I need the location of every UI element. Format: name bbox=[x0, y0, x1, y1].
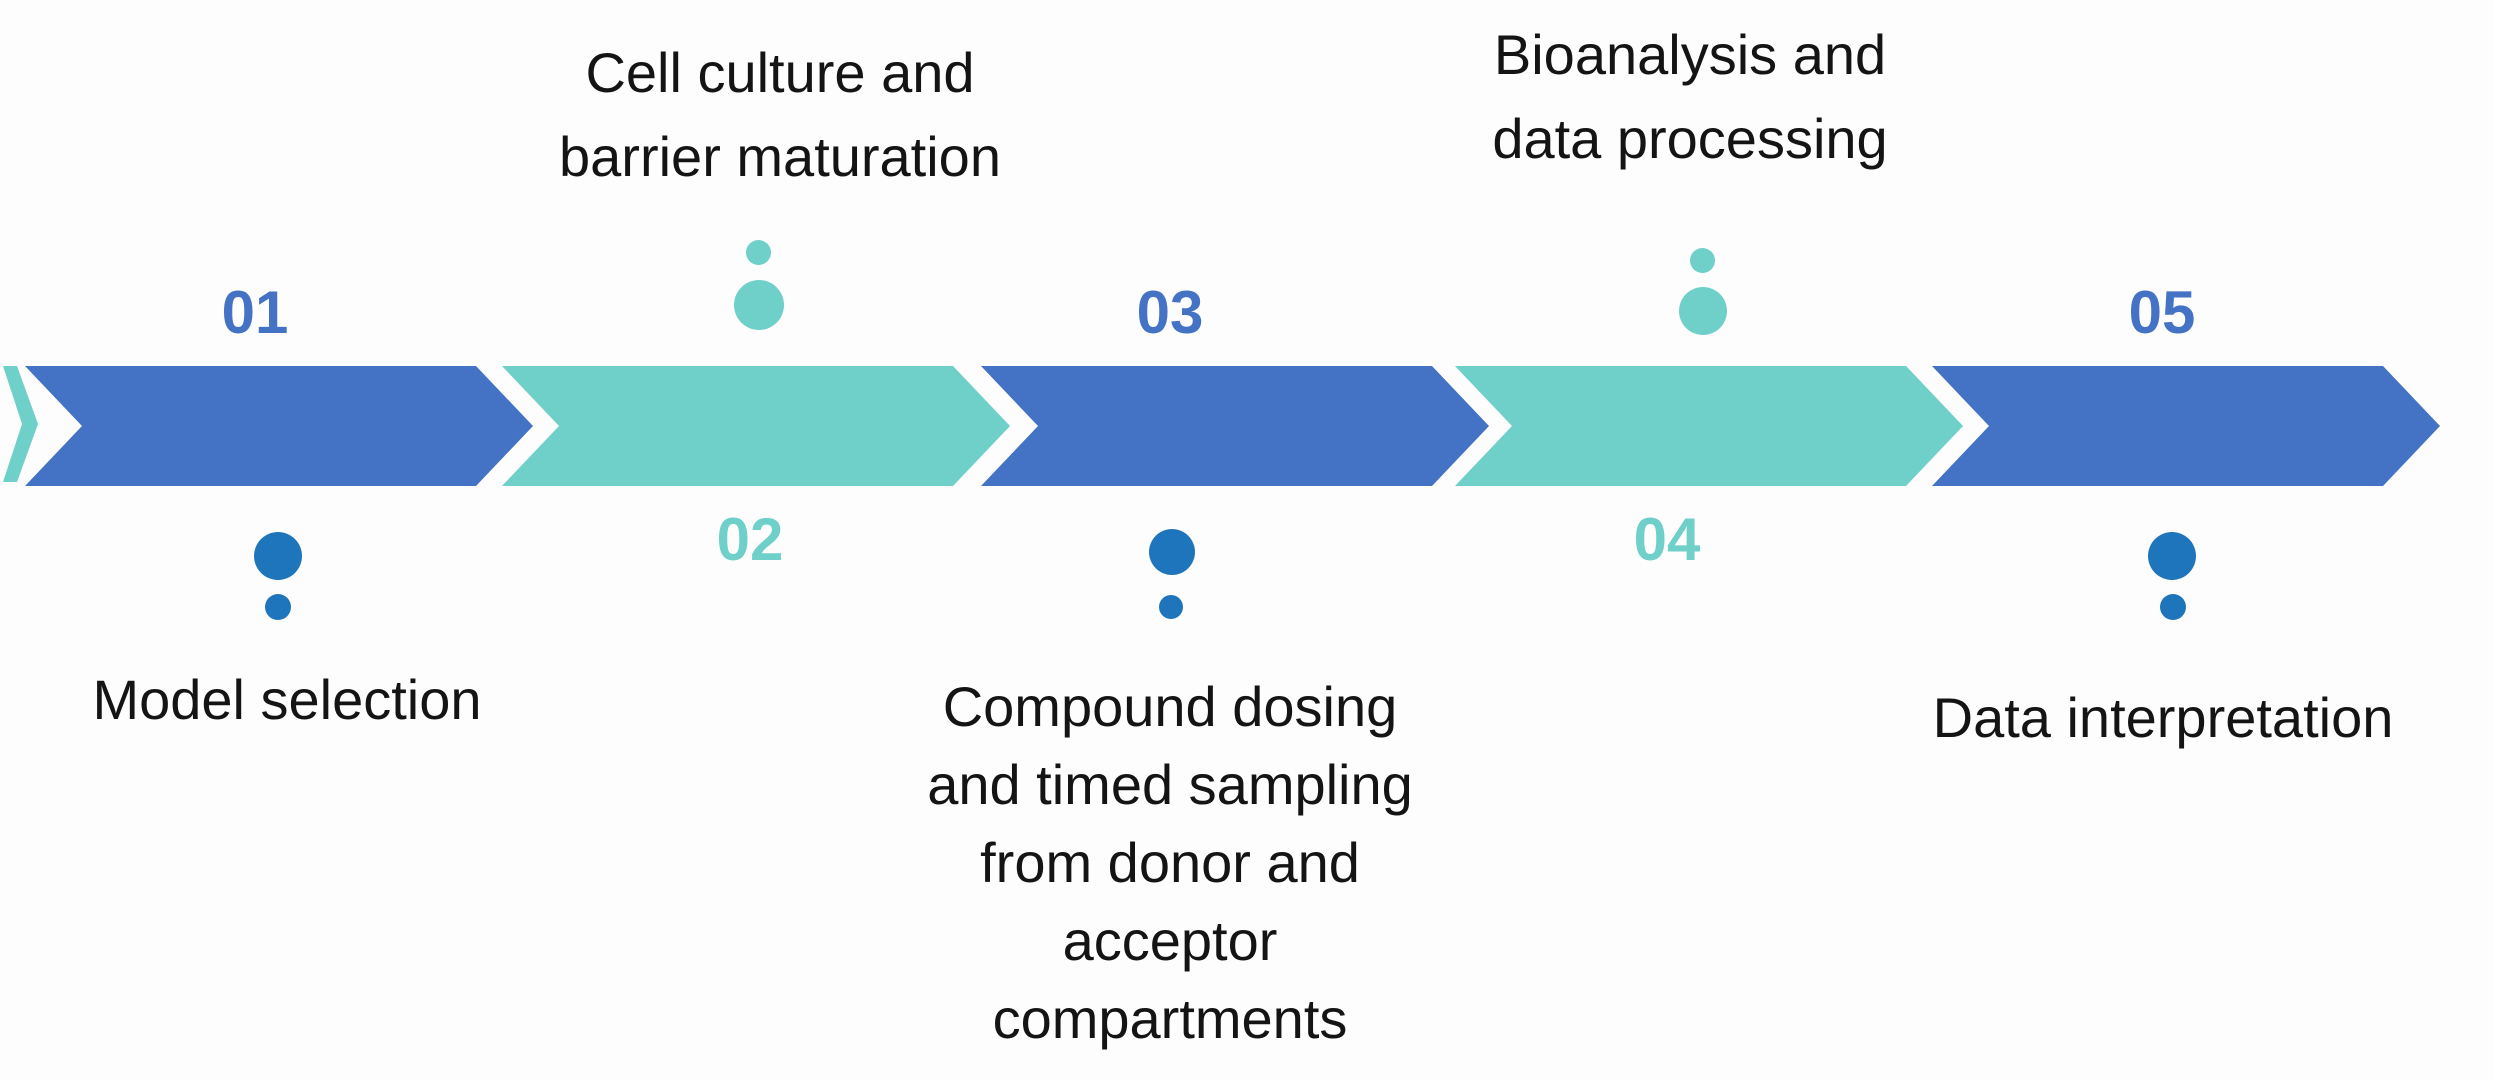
step-label-5: Data interpretation bbox=[1932, 686, 2394, 749]
step-4-dot-small bbox=[1690, 248, 1715, 273]
step-5-dot-large bbox=[2148, 532, 2196, 580]
step-1-dot-large bbox=[254, 532, 302, 580]
step-2-dot-small bbox=[746, 240, 771, 265]
step-label-4: Bioanalysis and data processing bbox=[1492, 23, 1888, 170]
chevron-step-3 bbox=[981, 366, 1489, 486]
step-number-4: 04 bbox=[1633, 506, 1701, 573]
step-3-dot-large bbox=[1149, 529, 1195, 575]
step-1-dot-small bbox=[265, 594, 291, 620]
step-4-dot-large bbox=[1679, 287, 1727, 335]
step-label-1: Model selection bbox=[92, 668, 482, 731]
step-label-2: Cell culture and barrier maturation bbox=[559, 41, 1001, 188]
step-number-5: 05 bbox=[2128, 279, 2196, 346]
chevron-step-2 bbox=[502, 366, 1010, 486]
chevron-step-5 bbox=[1932, 366, 2440, 486]
step-2-dot-large bbox=[734, 280, 784, 330]
intro-chevron-shape bbox=[3, 366, 38, 482]
step-number-3: 03 bbox=[1136, 279, 1204, 346]
chevron-step-4 bbox=[1455, 366, 1963, 486]
chevron-step-1 bbox=[25, 366, 533, 486]
step-number-1: 01 bbox=[221, 279, 289, 346]
step-number-2: 02 bbox=[716, 506, 784, 573]
step-label-3: Compound dosing and timed sampling from … bbox=[927, 675, 1413, 1050]
step-5-dot-small bbox=[2160, 594, 2186, 620]
step-3-dot-small bbox=[1159, 595, 1183, 619]
